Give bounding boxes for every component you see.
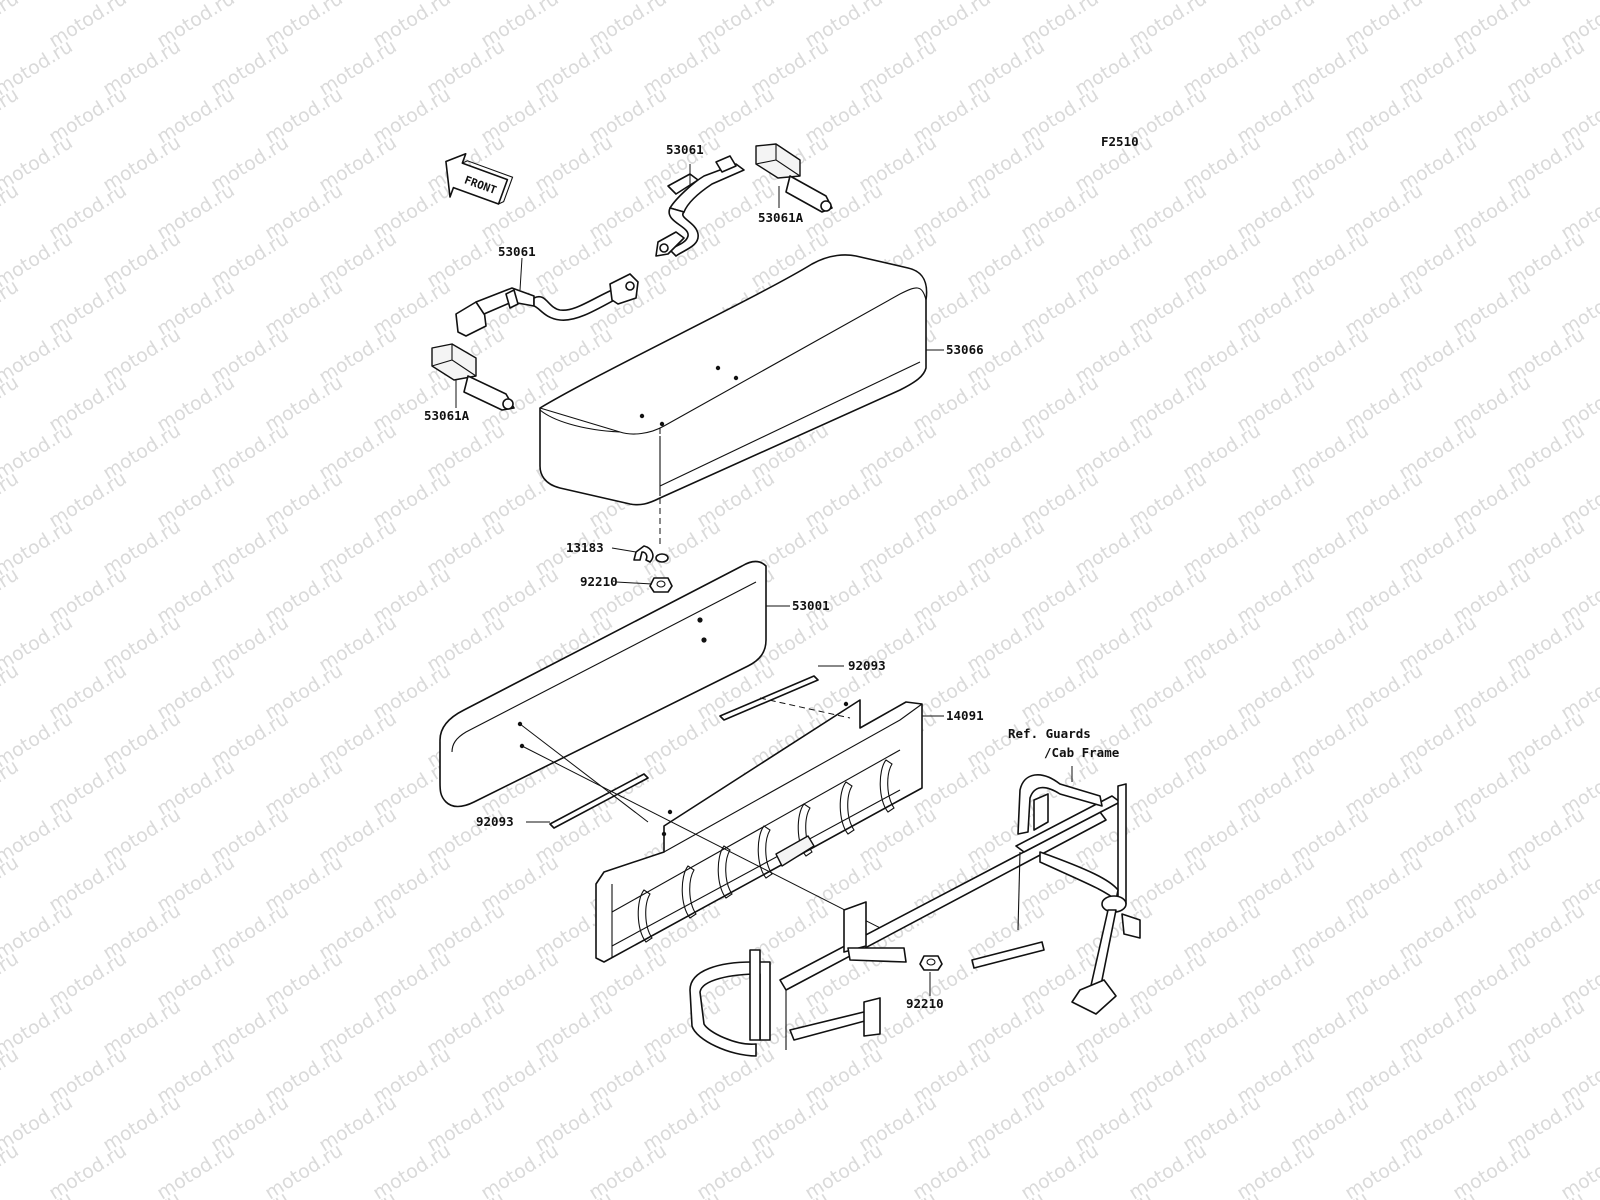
callout-ref-cab-frame: /Cab Frame <box>1044 745 1120 760</box>
cab-frame <box>689 774 1141 1057</box>
front-arrow-icon: FRONT <box>445 152 514 205</box>
nut-bottom <box>919 955 943 971</box>
clip-13183 <box>633 545 669 563</box>
bolt-line-lower <box>521 745 893 935</box>
strap-top <box>655 155 745 257</box>
rod-guide-line <box>759 697 851 719</box>
watermark-text: motod.ru <box>1395 1187 1481 1200</box>
callout-cover: 14091 <box>946 708 984 723</box>
watermark-text: motod.ru <box>963 1187 1049 1200</box>
watermark-text: motod.ru <box>0 83 23 148</box>
clamp-top <box>755 143 833 213</box>
watermark-text: motod.ru <box>0 371 23 436</box>
watermark-text: motod.ru <box>423 1187 509 1200</box>
clamp-left <box>431 343 515 411</box>
watermark-text: motod.ru <box>1287 1187 1373 1200</box>
rod-right <box>719 675 819 721</box>
bolt-line-upper <box>519 723 649 823</box>
callout-strap-left: 53061 <box>498 244 536 259</box>
watermark-text: motod.ru <box>0 1139 23 1200</box>
watermark-text: motod.ru <box>1071 1187 1157 1200</box>
watermark-text: motod.ru <box>0 275 23 340</box>
callout-seat: 53066 <box>946 342 984 357</box>
callout-nut-top: 92210 <box>580 574 618 589</box>
watermark-text: motod.ru <box>0 1043 23 1108</box>
watermark-text: motod.ru <box>1179 1187 1265 1200</box>
diagram-code: F2510 <box>1101 134 1139 149</box>
watermark-text: motod.ru <box>0 467 23 532</box>
nut-top <box>649 577 673 593</box>
watermark-text: motod.ru <box>315 1187 401 1200</box>
watermark-text: motod.ru <box>0 947 23 1012</box>
watermark-text: motod.ru <box>1503 1187 1589 1200</box>
callout-clamp-left: 53061A <box>424 408 470 423</box>
callout-clip: 13183 <box>566 540 604 555</box>
seat-cushion <box>539 254 928 548</box>
watermark-text: motod.ru <box>855 1187 941 1200</box>
watermark-text: motod.ru <box>0 755 23 820</box>
watermark-text: motod.ru <box>0 0 23 52</box>
watermark-text: motod.ru <box>0 563 23 628</box>
watermark-text: motod.ru <box>639 1187 725 1200</box>
callout-strap-top: 53061 <box>666 142 704 157</box>
watermark-text: motod.ru <box>531 1187 617 1200</box>
callout-backrest: 53001 <box>792 598 830 613</box>
backrest-cushion <box>439 560 767 808</box>
callout-nut-bottom: 92210 <box>906 996 944 1011</box>
watermark-text: motod.ru <box>99 1187 185 1200</box>
callout-rod-right: 92093 <box>848 658 886 673</box>
callout-rod-left: 92093 <box>476 814 514 829</box>
rear-cover-panel <box>595 699 923 963</box>
watermark-text: motod.ru <box>0 179 23 244</box>
watermark-text: motod.ru <box>0 851 23 916</box>
watermark-text: motod.ru <box>207 1187 293 1200</box>
watermark-text: motod.ru <box>0 659 23 724</box>
watermark-text: motod.ru <box>747 1187 833 1200</box>
callout-clamp-top: 53061A <box>758 210 804 225</box>
strap-left <box>455 273 639 337</box>
watermark-text: motod.ru <box>0 1187 77 1200</box>
rod-left <box>549 773 649 829</box>
leader-lines <box>455 164 1073 996</box>
callout-ref-guards: Ref. Guards <box>1008 726 1091 741</box>
